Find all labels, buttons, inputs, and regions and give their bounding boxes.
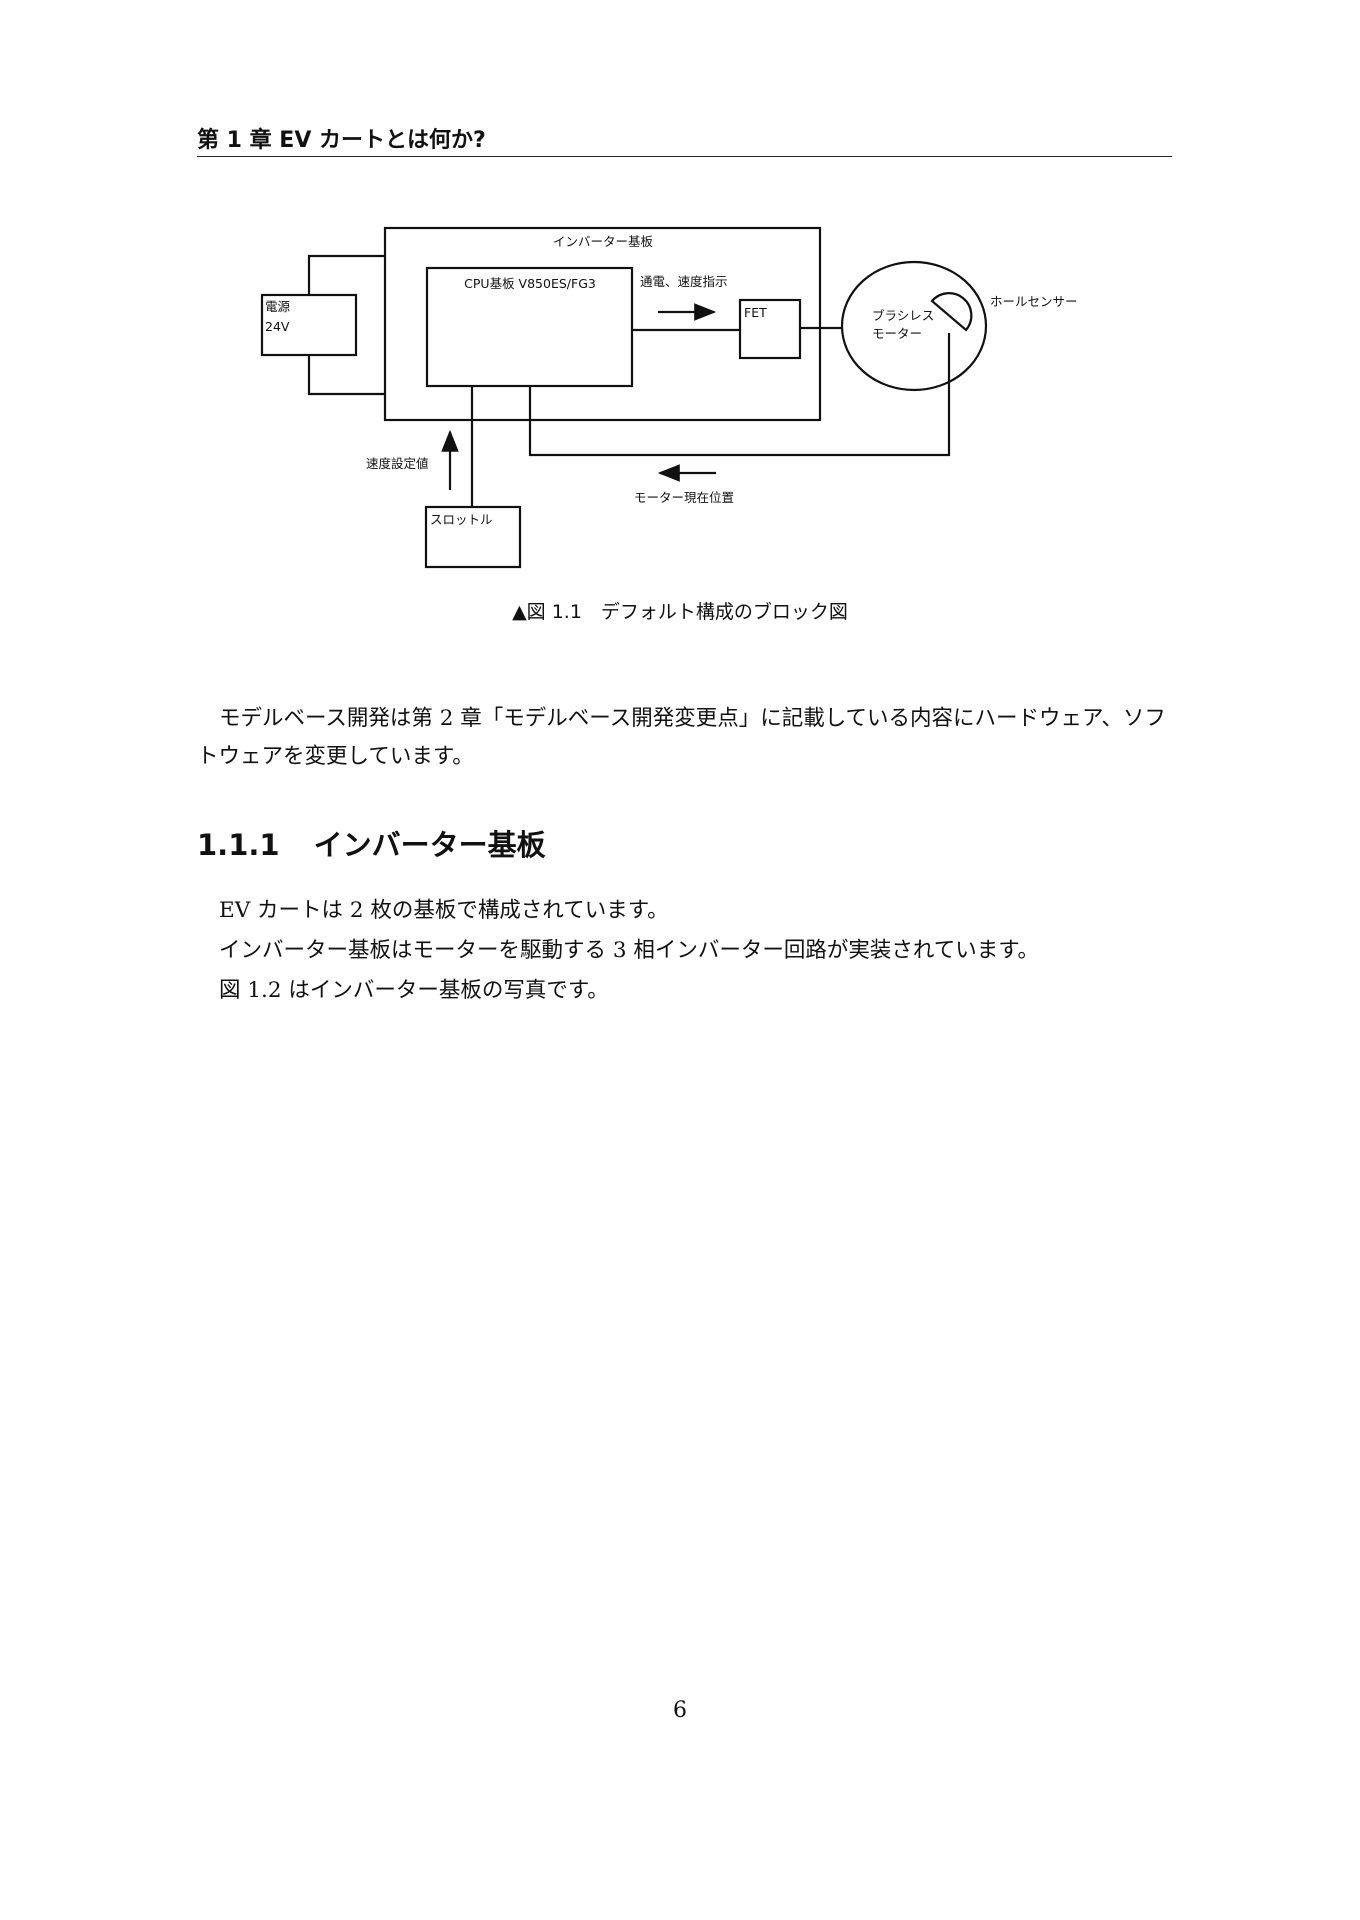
- inverter-board-box: [383, 226, 822, 422]
- power-label-2: 24V: [265, 319, 290, 334]
- block-diagram: インバーター基板 CPU基板 V850ES/FG3 電源 24V 通電、速度指示…: [260, 226, 1078, 569]
- motor-label-1: ブラシレス: [872, 308, 934, 323]
- inverter-board-label: インバーター基板: [553, 234, 654, 249]
- throttle-label: スロットル: [430, 512, 493, 527]
- speed-setting-label: 速度設定値: [366, 456, 429, 471]
- motor-position-label: モーター現在位置: [634, 490, 734, 505]
- power-label-1: 電源: [265, 299, 291, 314]
- page-number: 6: [673, 1698, 687, 1723]
- fet-label: FET: [744, 305, 767, 320]
- chapter-header: 第 1 章 EV カートとは何か?: [197, 122, 1172, 157]
- section-number: 1.1.1: [197, 828, 280, 862]
- cpu-board-label: CPU基板 V850ES/FG3: [464, 276, 596, 291]
- energize-speed-label: 通電、速度指示: [640, 274, 728, 289]
- hall-sensor-label: ホールセンサー: [990, 294, 1078, 309]
- figure-caption: ▲図 1.1 デフォルト構成のブロック図: [512, 601, 848, 623]
- body-line: EV カートは 2 枚の基板で構成されています。: [219, 898, 669, 923]
- body-line: 図 1.2 はインバーター基板の写真です。: [219, 978, 609, 1003]
- hall-sensor-shape: [930, 292, 973, 332]
- motor-label-2: モーター: [872, 326, 922, 341]
- section-heading: 1.1.1 インバーター基板: [197, 822, 546, 864]
- section-title: インバーター基板: [313, 828, 546, 862]
- body-line: インバーター基板はモーターを駆動する 3 相インバーター回路が実装されています。: [219, 938, 1040, 963]
- paragraph: モデルベース開発は第 2 章「モデルベース開発変更点」に記載している内容にハード…: [197, 706, 1166, 769]
- motor-circle: [840, 260, 988, 392]
